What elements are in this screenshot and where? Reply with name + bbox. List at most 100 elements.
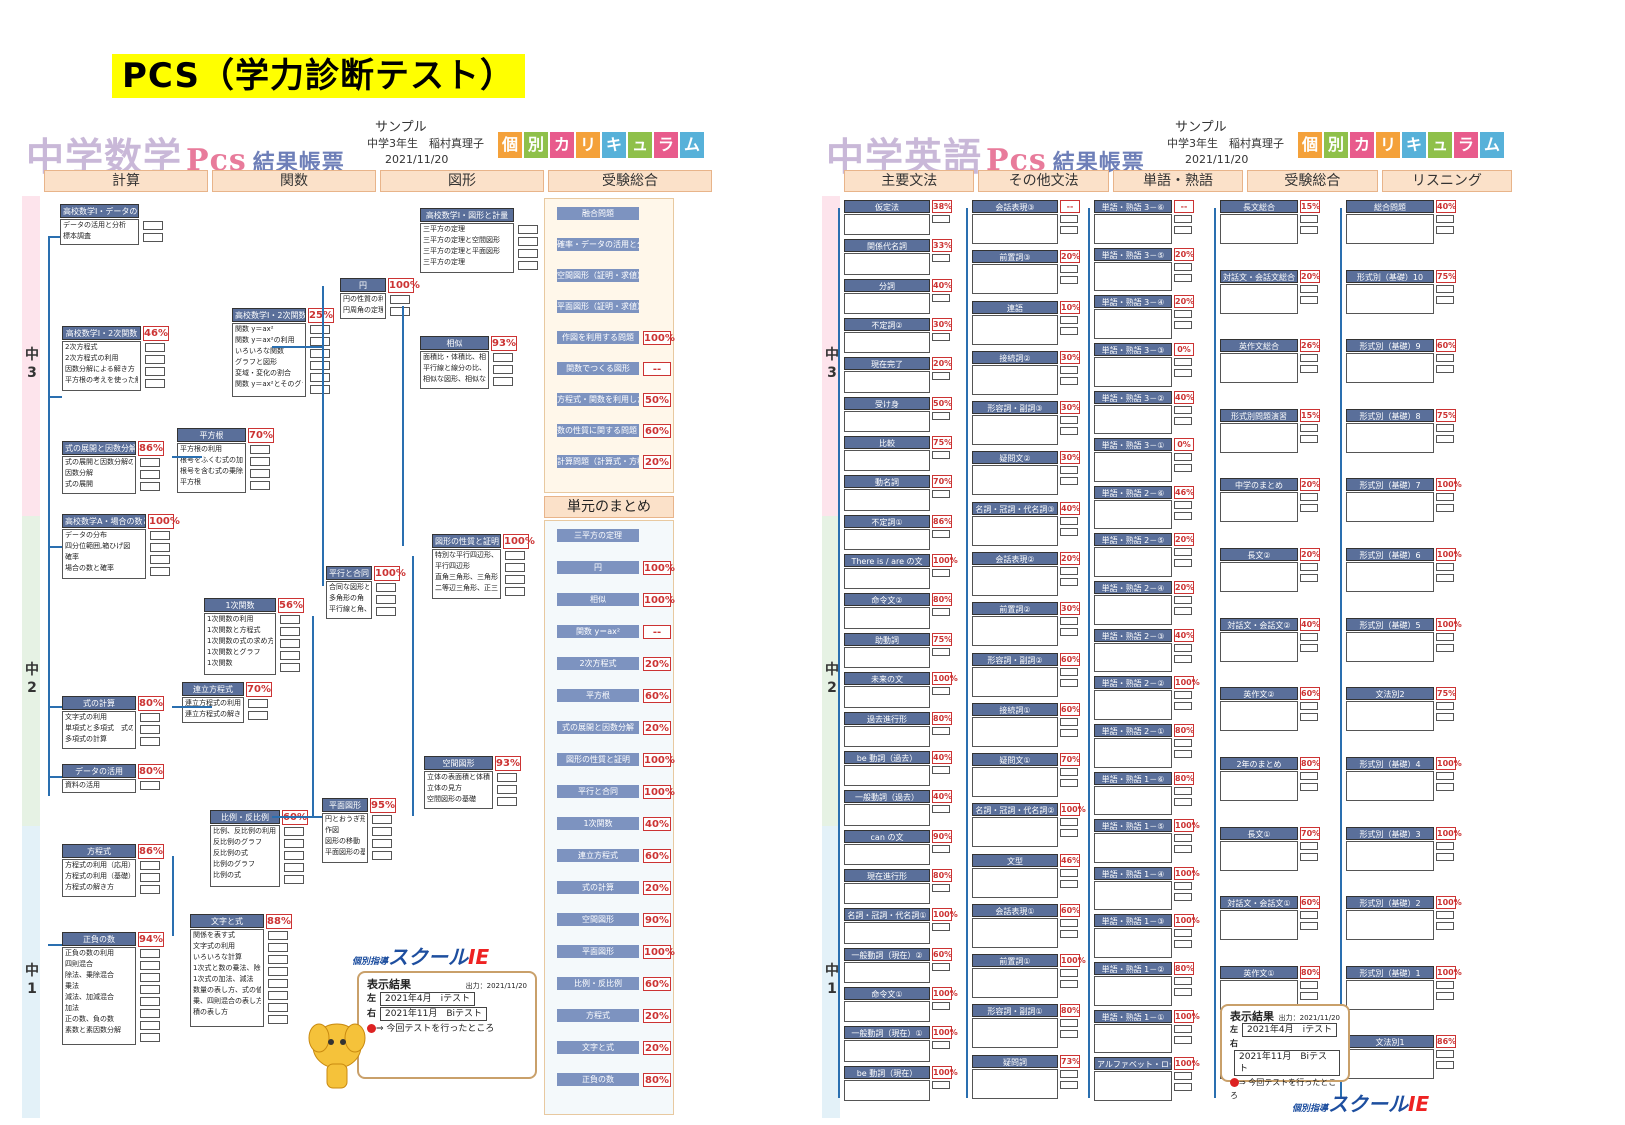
unit-percent: 88%: [266, 914, 292, 929]
exam-summary-item: 作図を利用する問題: [557, 331, 639, 344]
result-marker-icon: [376, 607, 396, 616]
unit-percent: 100%: [932, 986, 958, 1000]
result-legend-date: 出力：2021/11/20: [1278, 1014, 1340, 1022]
unit-title: 命令文①: [844, 986, 930, 1000]
unit-title: 不定詞②: [844, 318, 930, 332]
unit-items: [1094, 595, 1172, 625]
unit-percent: 40%: [1174, 628, 1195, 642]
unit-title: 接続詞②: [972, 350, 1058, 364]
exam-summary-column: 融合問題確率・データの活用と分析空間図形（証明・求値）平面図形（証明・求値）作図…: [544, 198, 675, 493]
unit-percent: 20%: [1060, 551, 1081, 565]
curriculum-char: ラ: [1454, 132, 1478, 158]
result-marker-icon: [1060, 628, 1078, 637]
unit-item: 三平方の定理と空間図形: [423, 236, 500, 244]
unit-item: 変域・変化の割合: [235, 369, 291, 377]
math-student: 中学3年生 稲村真理子: [367, 137, 484, 150]
result-marker-icon: [1174, 845, 1192, 854]
unit-item: 平行四辺形: [435, 562, 470, 570]
unit-title: 単語・熟語 1－⑥: [1094, 771, 1172, 785]
result-marker-icon: [1060, 1069, 1078, 1078]
result-marker-icon: [1174, 702, 1192, 711]
unit-summary-item: 文字と式: [557, 1041, 639, 1054]
unit-percent: 100%: [932, 908, 958, 922]
result-marker-icon: [268, 1003, 288, 1012]
unit-item: 標本調査: [63, 232, 91, 240]
result-marker-icon: [1436, 841, 1454, 850]
unit-items: [844, 725, 930, 747]
unit-items: [972, 917, 1058, 948]
curriculum-char: 別: [524, 132, 548, 158]
unit-title: 比較: [844, 436, 930, 450]
unit-percent: 70%: [932, 475, 953, 489]
unit-items: 合同な図形と証明のすすめ方多角形の角平行線と角、三角形の角: [326, 581, 372, 619]
unit-percent: 75%: [1436, 408, 1457, 422]
unit-items: [1346, 562, 1434, 593]
unit-title: can の文: [844, 829, 930, 843]
result-marker-icon: [1300, 563, 1318, 572]
exam-summary-item: 関数でつくる図形: [557, 362, 639, 375]
unit-items: 円の性質の利用円周角の定理: [340, 293, 386, 319]
unit-item: 関数 y＝ax²の利用: [235, 336, 295, 344]
result-legend-date: 出力：2021/11/20: [465, 982, 527, 990]
result-marker-icon: [518, 249, 538, 258]
logo-prefix: 個別指導: [1292, 1104, 1329, 1114]
unit-title: 比例・反比例: [210, 810, 280, 824]
result-marker-icon: [1300, 771, 1318, 780]
unit-items: 面積比・体積比、相似の利用平行線と線分の比、中点連結定理相似な図形、相似な三角形…: [420, 351, 489, 389]
unit-summary-item: 図形の性質と証明: [557, 753, 639, 766]
unit-percent: 60%: [932, 947, 953, 961]
unit-title: 形式別（基礎）2: [1346, 896, 1434, 910]
result-marker-icon: [268, 943, 288, 952]
connector-line: [48, 396, 62, 398]
unit-percent: 86%: [138, 441, 164, 456]
unit-title: アルファベット・ローマ字: [1094, 1057, 1172, 1071]
unit-title: 前置詞①: [972, 954, 1058, 968]
result-marker-icon: [1436, 632, 1454, 641]
result-marker-icon: [1174, 988, 1192, 997]
column-header: リスニング: [1381, 170, 1513, 192]
unit-percent: 80%: [932, 711, 953, 725]
connector-line: [272, 346, 322, 348]
grade-stripe: [22, 826, 40, 1118]
page-title: PCS（学力診断テスト）: [112, 54, 525, 98]
mascot-icon: [307, 1016, 367, 1096]
unit-item: 合同な図形と証明のすすめ方: [329, 583, 369, 591]
unit-title: 一般動詞（過去）: [844, 790, 930, 804]
exam-summary-item: 空間図形（証明・求値）: [557, 269, 639, 282]
unit-title: 長文①: [1220, 826, 1298, 840]
result-marker-icon: [1060, 466, 1078, 475]
unit-percent: 100%: [1436, 826, 1462, 840]
result-marker-icon: [1060, 969, 1078, 978]
result-marker-icon: [1174, 738, 1192, 747]
unit-percent: 100%: [932, 1065, 958, 1079]
unit-title: 正負の数: [62, 932, 136, 946]
unit-item: グラフと図形: [235, 358, 277, 366]
unit-item: いろいろな関数: [235, 347, 284, 355]
result-marker-icon: [1060, 527, 1078, 536]
unit-item: 式の展開: [65, 480, 93, 488]
curriculum-char: 個: [1298, 132, 1322, 158]
result-marker-icon: [1436, 713, 1454, 722]
unit-item: 1次式の加法、減法: [193, 975, 254, 983]
unit-items: [1094, 547, 1172, 578]
result-marker-icon: [1060, 918, 1078, 927]
unit-summary-percent: 90%: [643, 913, 671, 927]
connector-line: [966, 208, 968, 1098]
result-marker-icon: [932, 372, 950, 381]
result-marker-icon: [145, 367, 165, 376]
unit-title: 文法別1: [1346, 1035, 1434, 1049]
connector-line: [312, 616, 314, 816]
unit-items: [1220, 910, 1298, 941]
unit-percent: 100%: [1174, 914, 1200, 928]
unit-item: 方程式の利用（応用）速度,割合,濃度,過不足: [65, 861, 133, 869]
unit-percent: 40%: [932, 790, 953, 804]
unit-percent: 20%: [1300, 269, 1321, 283]
unit-percent: 94%: [138, 932, 164, 947]
legend-note-text: ⇒ 今回テストを行ったところ: [1230, 1078, 1337, 1100]
unit-summary-percent: 20%: [643, 1041, 671, 1055]
unit-item: 多角形の角: [329, 594, 364, 602]
grade-label: 中1: [25, 963, 39, 997]
